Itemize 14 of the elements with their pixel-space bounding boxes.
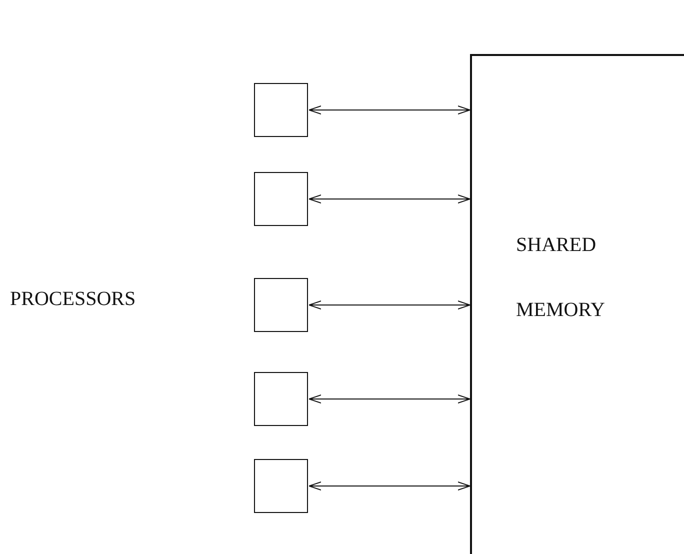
processor-box [254, 459, 308, 513]
group-label: PROCESSORS [10, 288, 136, 311]
processor-box [254, 172, 308, 226]
arrow [308, 194, 470, 204]
node-label: MEMORY [516, 299, 605, 322]
arrow [308, 394, 470, 404]
arrow [308, 482, 470, 490]
arrow [308, 106, 470, 114]
processor-box [254, 83, 308, 137]
memory-block [470, 54, 684, 554]
processor-box [254, 372, 308, 426]
arrow [308, 300, 470, 310]
processor-box [254, 278, 308, 332]
node-label: SHARED [516, 234, 596, 257]
